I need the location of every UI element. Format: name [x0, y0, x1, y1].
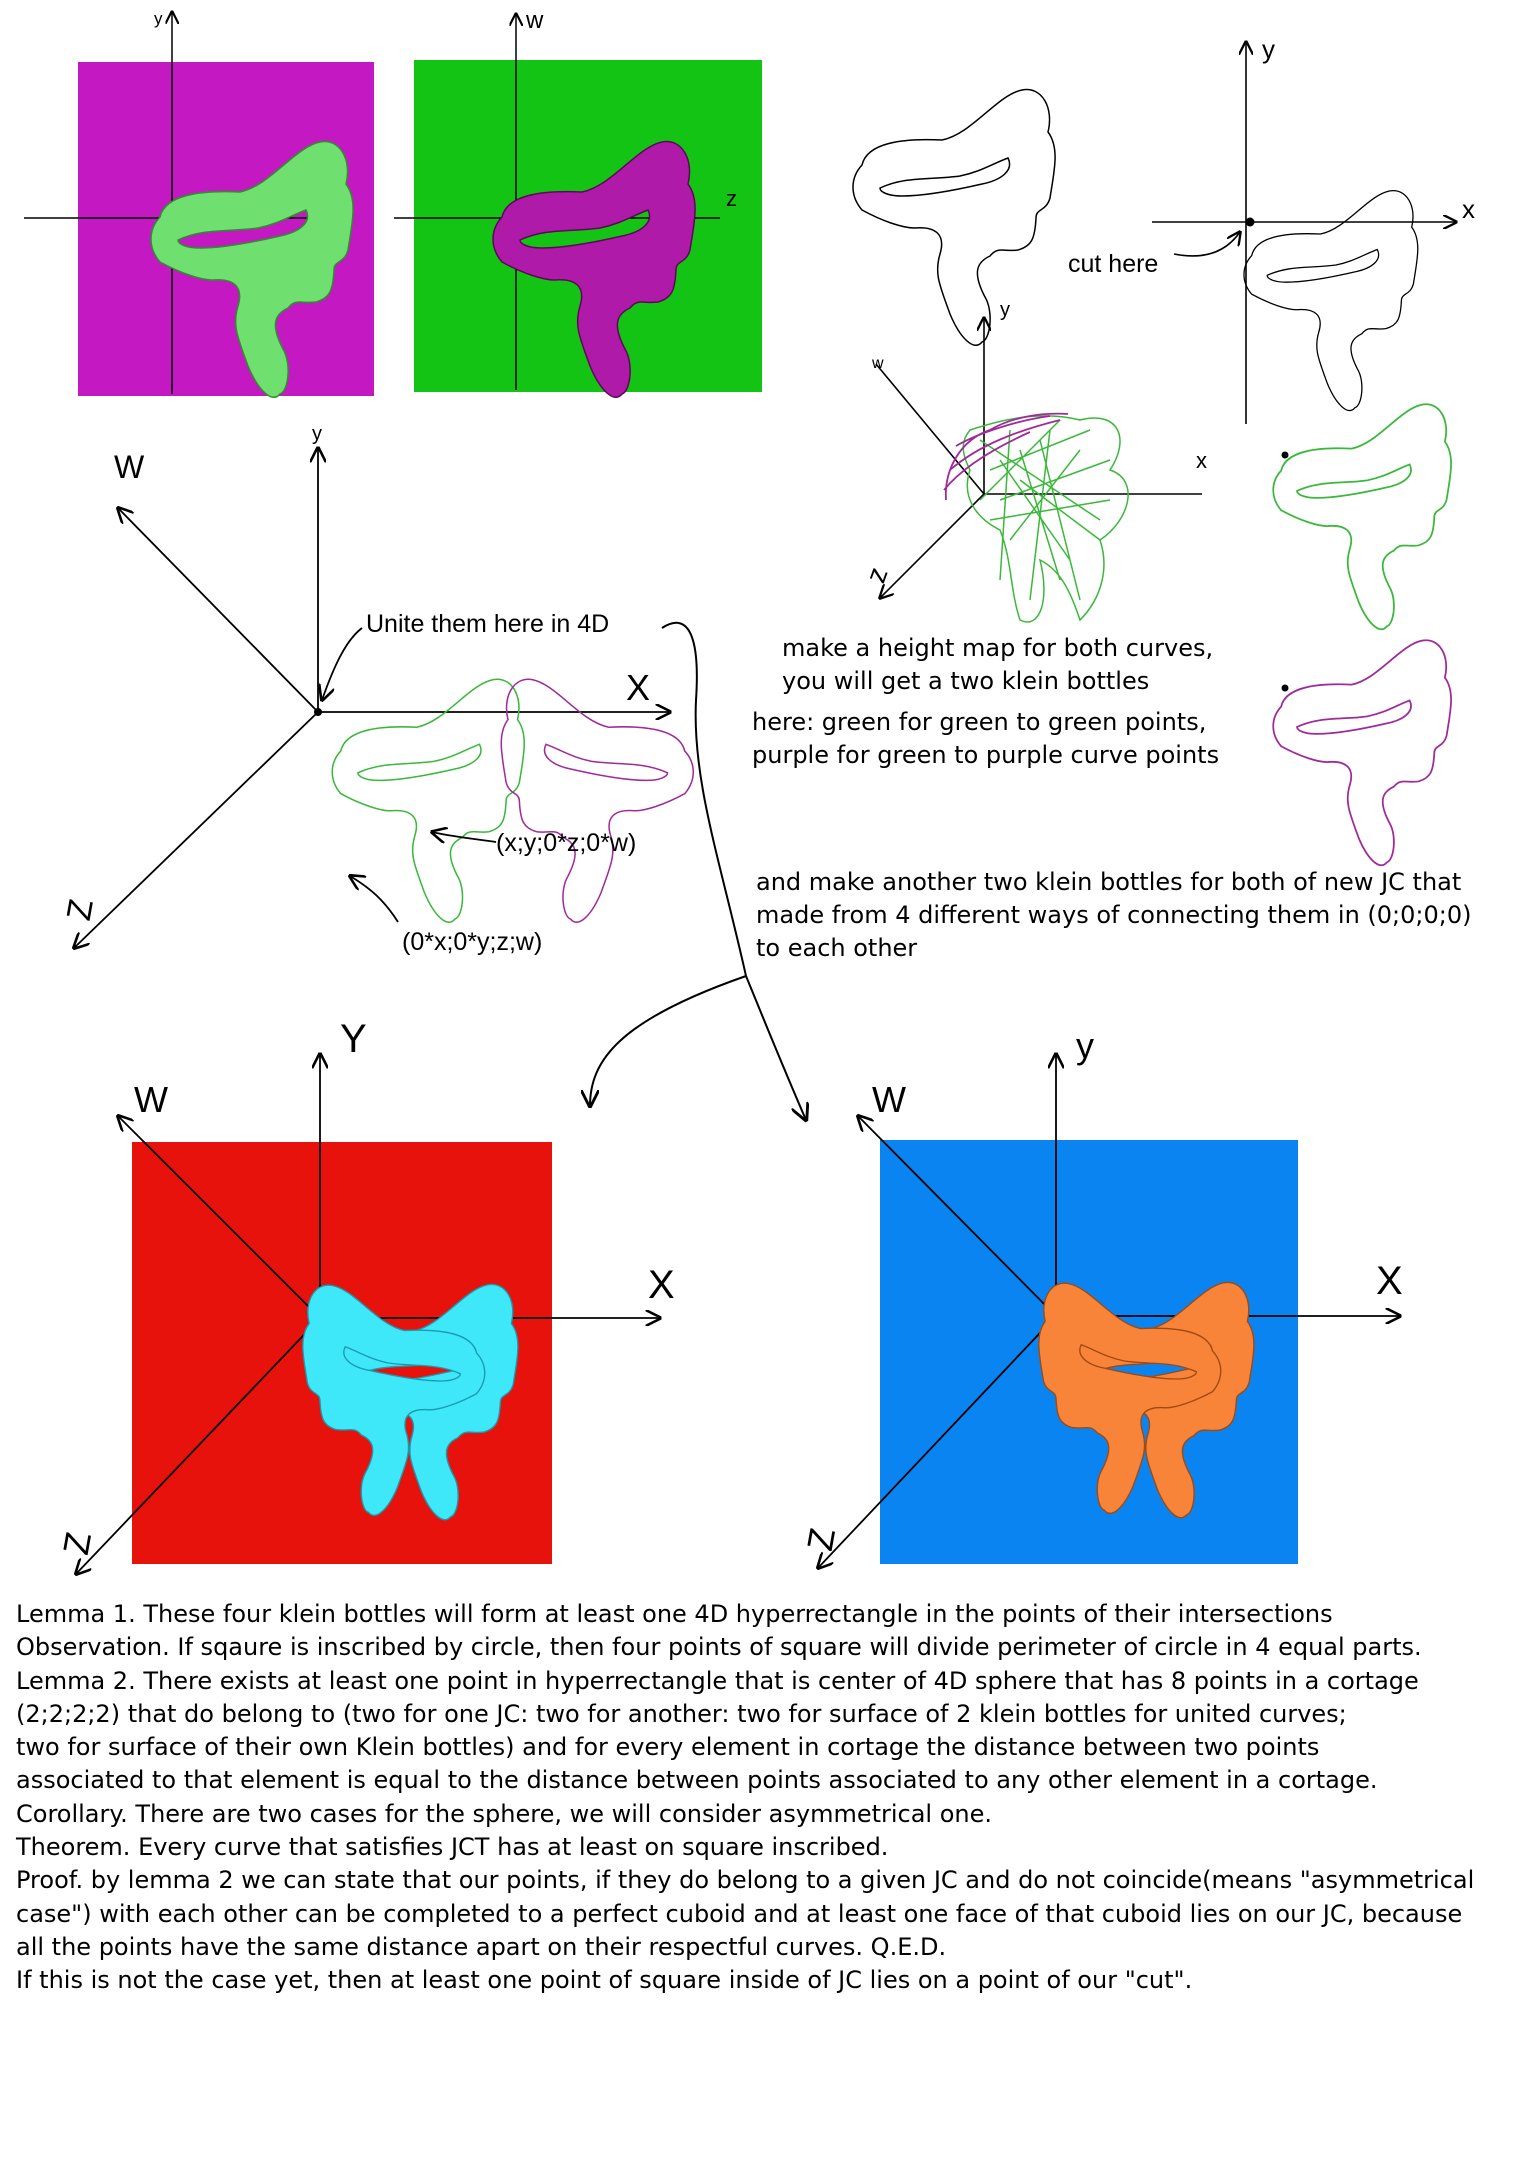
first-param-label: (x;y;0*z;0*w) [496, 829, 636, 857]
cut-curve [1243, 189, 1419, 412]
blue-x-label: X [1376, 1259, 1403, 1303]
small-green-curve [1272, 403, 1452, 631]
outline-curve [852, 88, 1056, 347]
proof-line: associated to that element is equal to t… [16, 1766, 1378, 1795]
proof-line: all the points have the same distance ap… [16, 1932, 947, 1961]
colors-note-line-1: here: green for green to green points, [752, 708, 1207, 736]
mid-y-label: y [312, 423, 322, 445]
mid-x-label: X [626, 667, 650, 708]
height-map-note: make a height map for both curves, you w… [782, 632, 1213, 698]
connector-to-red [590, 621, 748, 1106]
green-scribble [962, 415, 1129, 623]
small3d-w-axis [875, 363, 985, 495]
purple-scribble [943, 412, 1069, 501]
proof-line: Proof. by lemma 2 we can state that our … [16, 1866, 1475, 1895]
blue-panel: y W X Z [799, 1025, 1403, 1568]
green-curve-cut-dot [1281, 451, 1289, 459]
height-map-line-1: make a height map for both curves, [782, 634, 1214, 662]
proof-line: Theorem. Every curve that satisfies JCT … [16, 1833, 889, 1862]
unite-arrow [322, 627, 363, 700]
small3d-z-axis [880, 493, 985, 598]
mid-z-label: Z [60, 896, 101, 923]
purple-curve-cut-dot [1281, 684, 1289, 692]
height-map-sketch: y w x z [860, 299, 1207, 623]
panel2-z-label: z [726, 186, 737, 211]
proof-line: case") with each other can be completed … [16, 1899, 1463, 1928]
connector-arrows [590, 621, 806, 1120]
united-4d-sketch: y W X Z Unite them here in 4D (x;y;0*z;0… [60, 423, 695, 956]
blue-w-label: W [872, 1079, 906, 1120]
blue-w-axis [858, 1116, 1057, 1317]
another-two-note: and make another two klein bottles for b… [756, 866, 1471, 965]
red-z-label: Z [55, 1529, 99, 1558]
cut-here-label: cut here [1068, 250, 1158, 278]
blue-z-axis [818, 1315, 1057, 1568]
united-green-curve [331, 678, 525, 923]
small3d-y-label: y [1000, 299, 1010, 321]
proof-line: Observation. If sqaure is inscribed by c… [16, 1633, 1422, 1662]
mid-z-axis [74, 711, 319, 948]
small-purple-curve [1272, 639, 1452, 867]
cut-axes-group: y x cut here [1068, 34, 1475, 424]
red-y-label: Y [340, 1017, 367, 1061]
proof-line: (2;2;2;2) that do belong to (two for one… [16, 1699, 1347, 1728]
colors-note-line-2: purple for green to purple curve points [752, 741, 1220, 769]
small3d-z-label: z [860, 563, 894, 587]
another-two-line-3: to each other [756, 934, 918, 962]
blue-y-label: y [1076, 1025, 1094, 1066]
proof-line: If this is not the case yet, then at lea… [16, 1966, 1193, 1995]
another-two-line-2: made from 4 different ways of connecting… [756, 901, 1472, 929]
red-panel: Y W X Z [55, 1017, 675, 1574]
first-param-arrow [432, 832, 497, 842]
red-w-label: W [134, 1079, 168, 1120]
colors-note: here: green for green to green points, p… [752, 706, 1219, 772]
blue-z-label: Z [799, 1525, 843, 1554]
another-two-line-1: and make another two klein bottles for b… [756, 868, 1462, 896]
united-purple-curve [500, 678, 695, 923]
panel2-w-label: w [525, 7, 544, 34]
green-panel: w z [394, 7, 762, 399]
connector-to-blue [745, 975, 806, 1120]
cut-arrow [1173, 232, 1240, 257]
proof-line: Lemma 2. There exists at least one point… [16, 1666, 1419, 1695]
small3d-x-label: x [1196, 448, 1207, 473]
cut-point [1245, 217, 1255, 227]
proof-text: Lemma 1. These four klein bottles will f… [16, 1598, 1516, 1998]
mid-w-label: W [114, 449, 145, 485]
second-param-arrow [350, 876, 399, 923]
cut-y-label: y [1262, 34, 1275, 64]
origin-point [314, 708, 322, 716]
small3d-w-label: w [871, 355, 884, 372]
unite-here-label: Unite them here in 4D [366, 610, 609, 638]
panel1-y-label: y [154, 9, 163, 28]
red-x-label: X [648, 1263, 675, 1307]
red-w-axis [118, 1116, 321, 1319]
mid-w-axis [118, 508, 319, 713]
second-param-label: (0*x;0*y;z;w) [402, 928, 542, 956]
proof-line: Corollary. There are two cases for the s… [16, 1799, 993, 1828]
red-z-axis [76, 1317, 321, 1574]
proof-line: Lemma 1. These four klein bottles will f… [16, 1600, 1333, 1628]
height-map-line-2: you will get a two klein bottles [782, 667, 1150, 695]
magenta-panel: y x [24, 9, 374, 399]
cut-x-label: x [1462, 194, 1475, 224]
proof-line: two for surface of their own Klein bottl… [16, 1733, 1320, 1762]
